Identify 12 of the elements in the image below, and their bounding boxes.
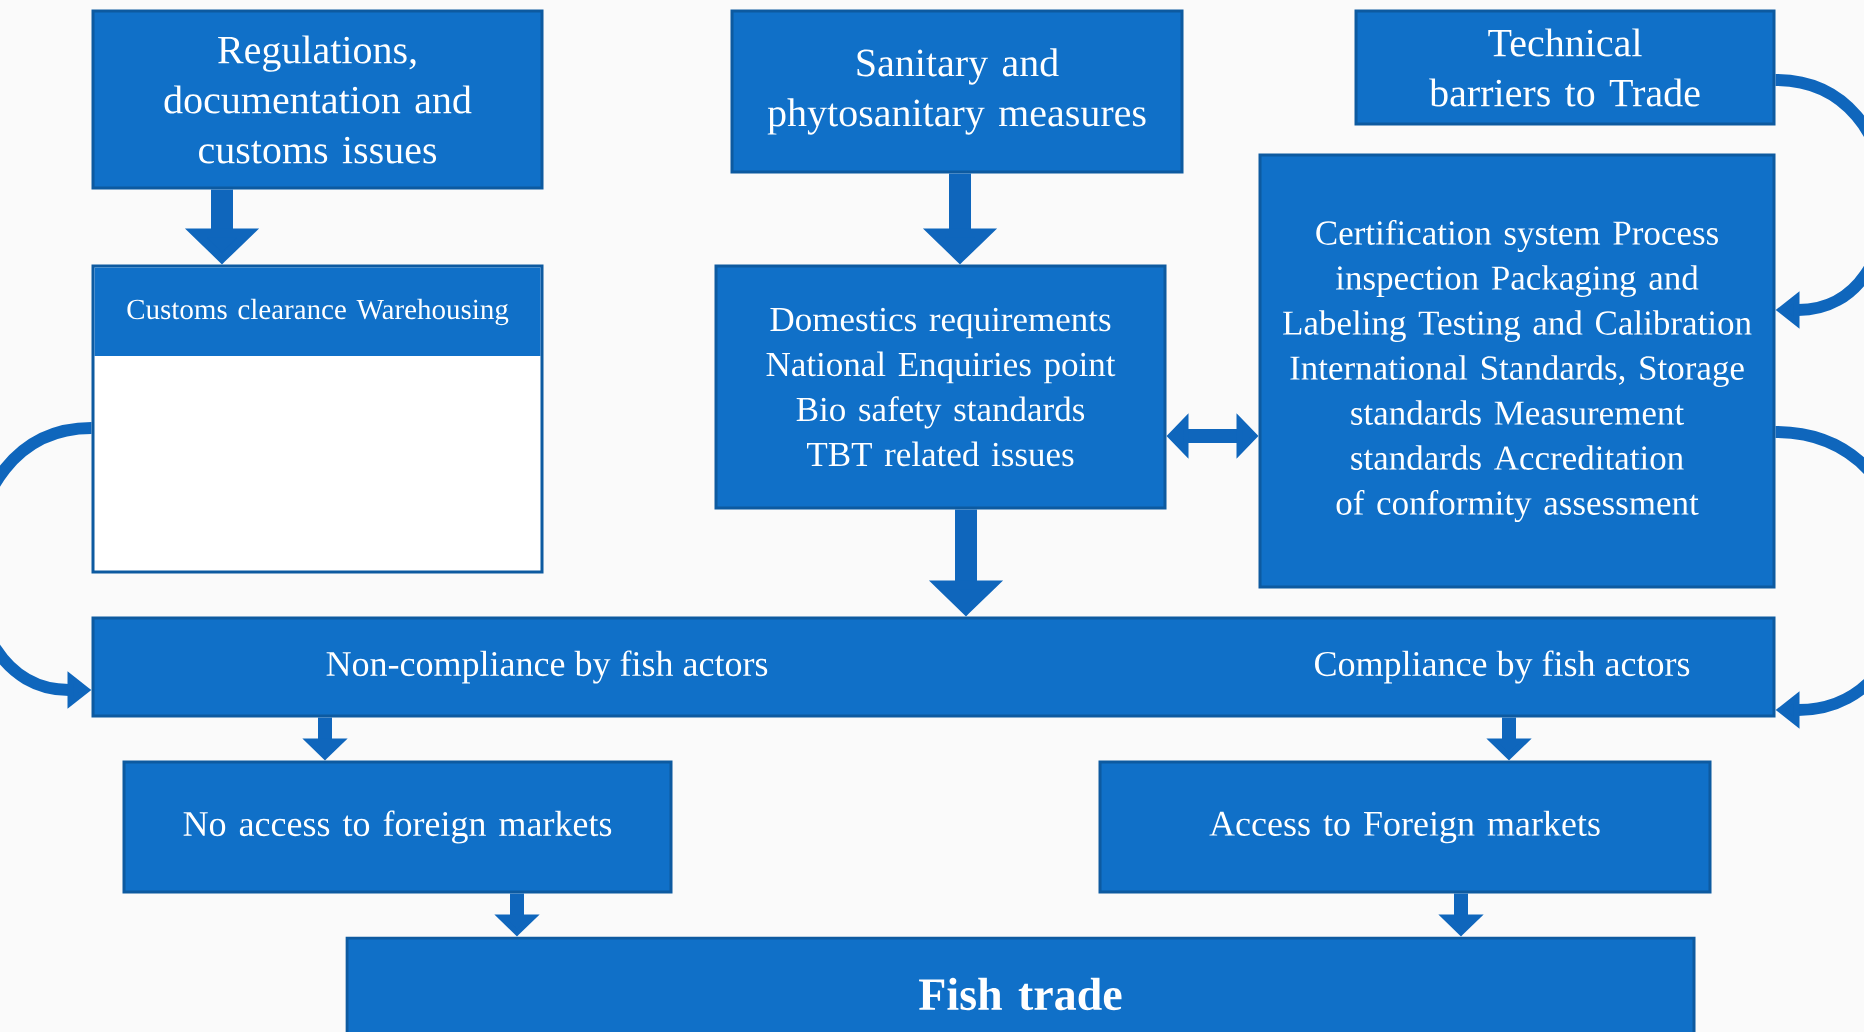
outcome-box: No access to foreign markets <box>122 760 673 894</box>
list-box: Domestics requirements National Enquiries point Bio safety standards TBT related issues <box>714 264 1167 510</box>
outcome-box: Access to Foreign markets <box>1098 760 1712 894</box>
header-box: Regulations, documentation and customs issues <box>91 9 544 190</box>
curved-arrow <box>1774 74 1864 329</box>
list-box: Certification system Process inspection Packaging and Labeling Testing and Calibration International Standards, Storage standards Measurement standards Accreditation of conformity assessment <box>1258 153 1776 589</box>
curved-arrow <box>1774 426 1864 729</box>
header-box: Sanitary and phytosanitary measures <box>730 9 1184 174</box>
result-box: Fish trade <box>345 936 1696 1032</box>
list-box: Customs clearance Warehousing <box>91 264 544 574</box>
outcome-band: Non-compliance by fish actors Compliance by fish actors <box>91 616 1776 718</box>
header-box: Technical barriers to Trade <box>1354 9 1776 126</box>
